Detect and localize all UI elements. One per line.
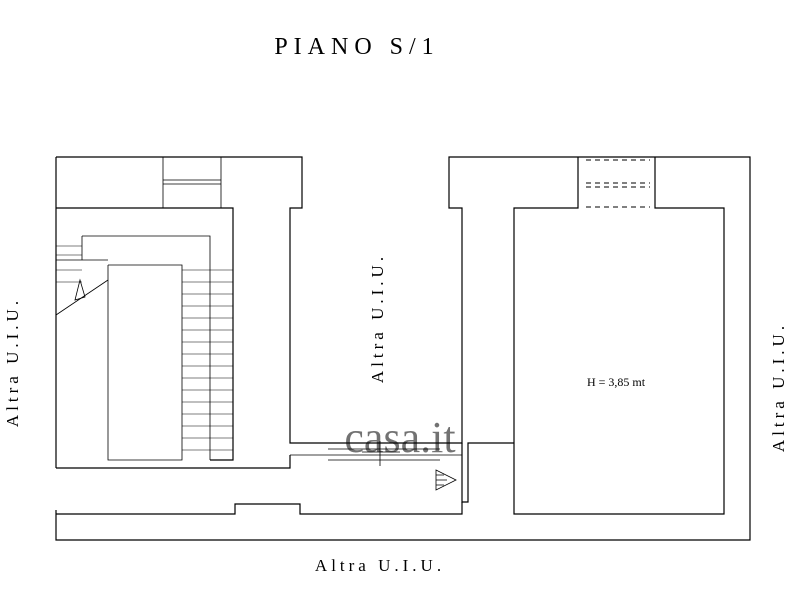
neighbor-label-center: Altra U.I.U. [368,253,387,383]
room-height-label: H = 3,85 mt [587,375,646,389]
neighbor-label-right: Altra U.I.U. [769,322,788,452]
neighbor-label-left: Altra U.I.U. [3,297,22,427]
left-stair-core [55,157,234,461]
neighbor-label-bottom: Altra U.I.U. [315,556,445,575]
floor-title: PIANO S/1 [274,34,439,60]
stair-treads [56,245,233,451]
corridor [56,441,514,515]
right-room [513,157,725,515]
watermark: casa.it [344,413,455,462]
outer-walls [55,156,751,541]
